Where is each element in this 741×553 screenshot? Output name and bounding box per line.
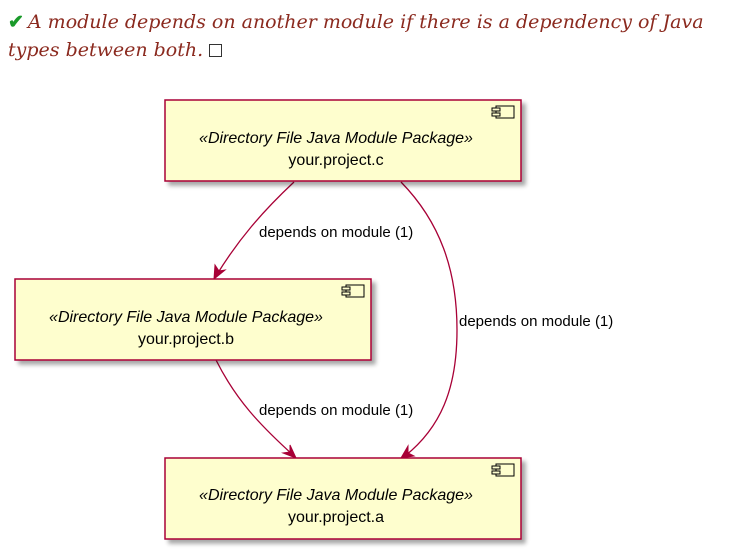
check-icon: ✔ [8, 11, 24, 33]
component-icon [491, 463, 515, 477]
node-name: your.project.c [288, 152, 383, 169]
node-name: your.project.b [138, 331, 234, 348]
edge-label-c-b: depends on module (1) [259, 224, 413, 241]
checkbox-icon [209, 44, 223, 57]
module-node-b[interactable]: «Directory File Java Module Package» you… [14, 278, 372, 361]
module-node-a[interactable]: «Directory File Java Module Package» you… [164, 457, 522, 540]
edge-label-c-a: depends on module (1) [459, 313, 613, 330]
edge-c-to-a: depends on module (1) [400, 181, 613, 459]
edge-c-to-b: depends on module (1) [213, 181, 413, 281]
component-icon [491, 105, 515, 119]
edge-b-to-a: depends on module (1) [215, 359, 413, 459]
node-stereotype: «Directory File Java Module Package» [199, 487, 473, 504]
diagram-caption: ✔A module depends on another module if t… [8, 8, 736, 64]
caption-text: A module depends on another module if th… [8, 11, 704, 61]
component-icon [341, 284, 365, 298]
module-node-c[interactable]: «Directory File Java Module Package» you… [164, 99, 522, 182]
node-name: your.project.a [288, 509, 384, 526]
edge-label-b-a: depends on module (1) [259, 402, 413, 419]
node-stereotype: «Directory File Java Module Package» [49, 309, 323, 326]
node-stereotype: «Directory File Java Module Package» [199, 130, 473, 147]
